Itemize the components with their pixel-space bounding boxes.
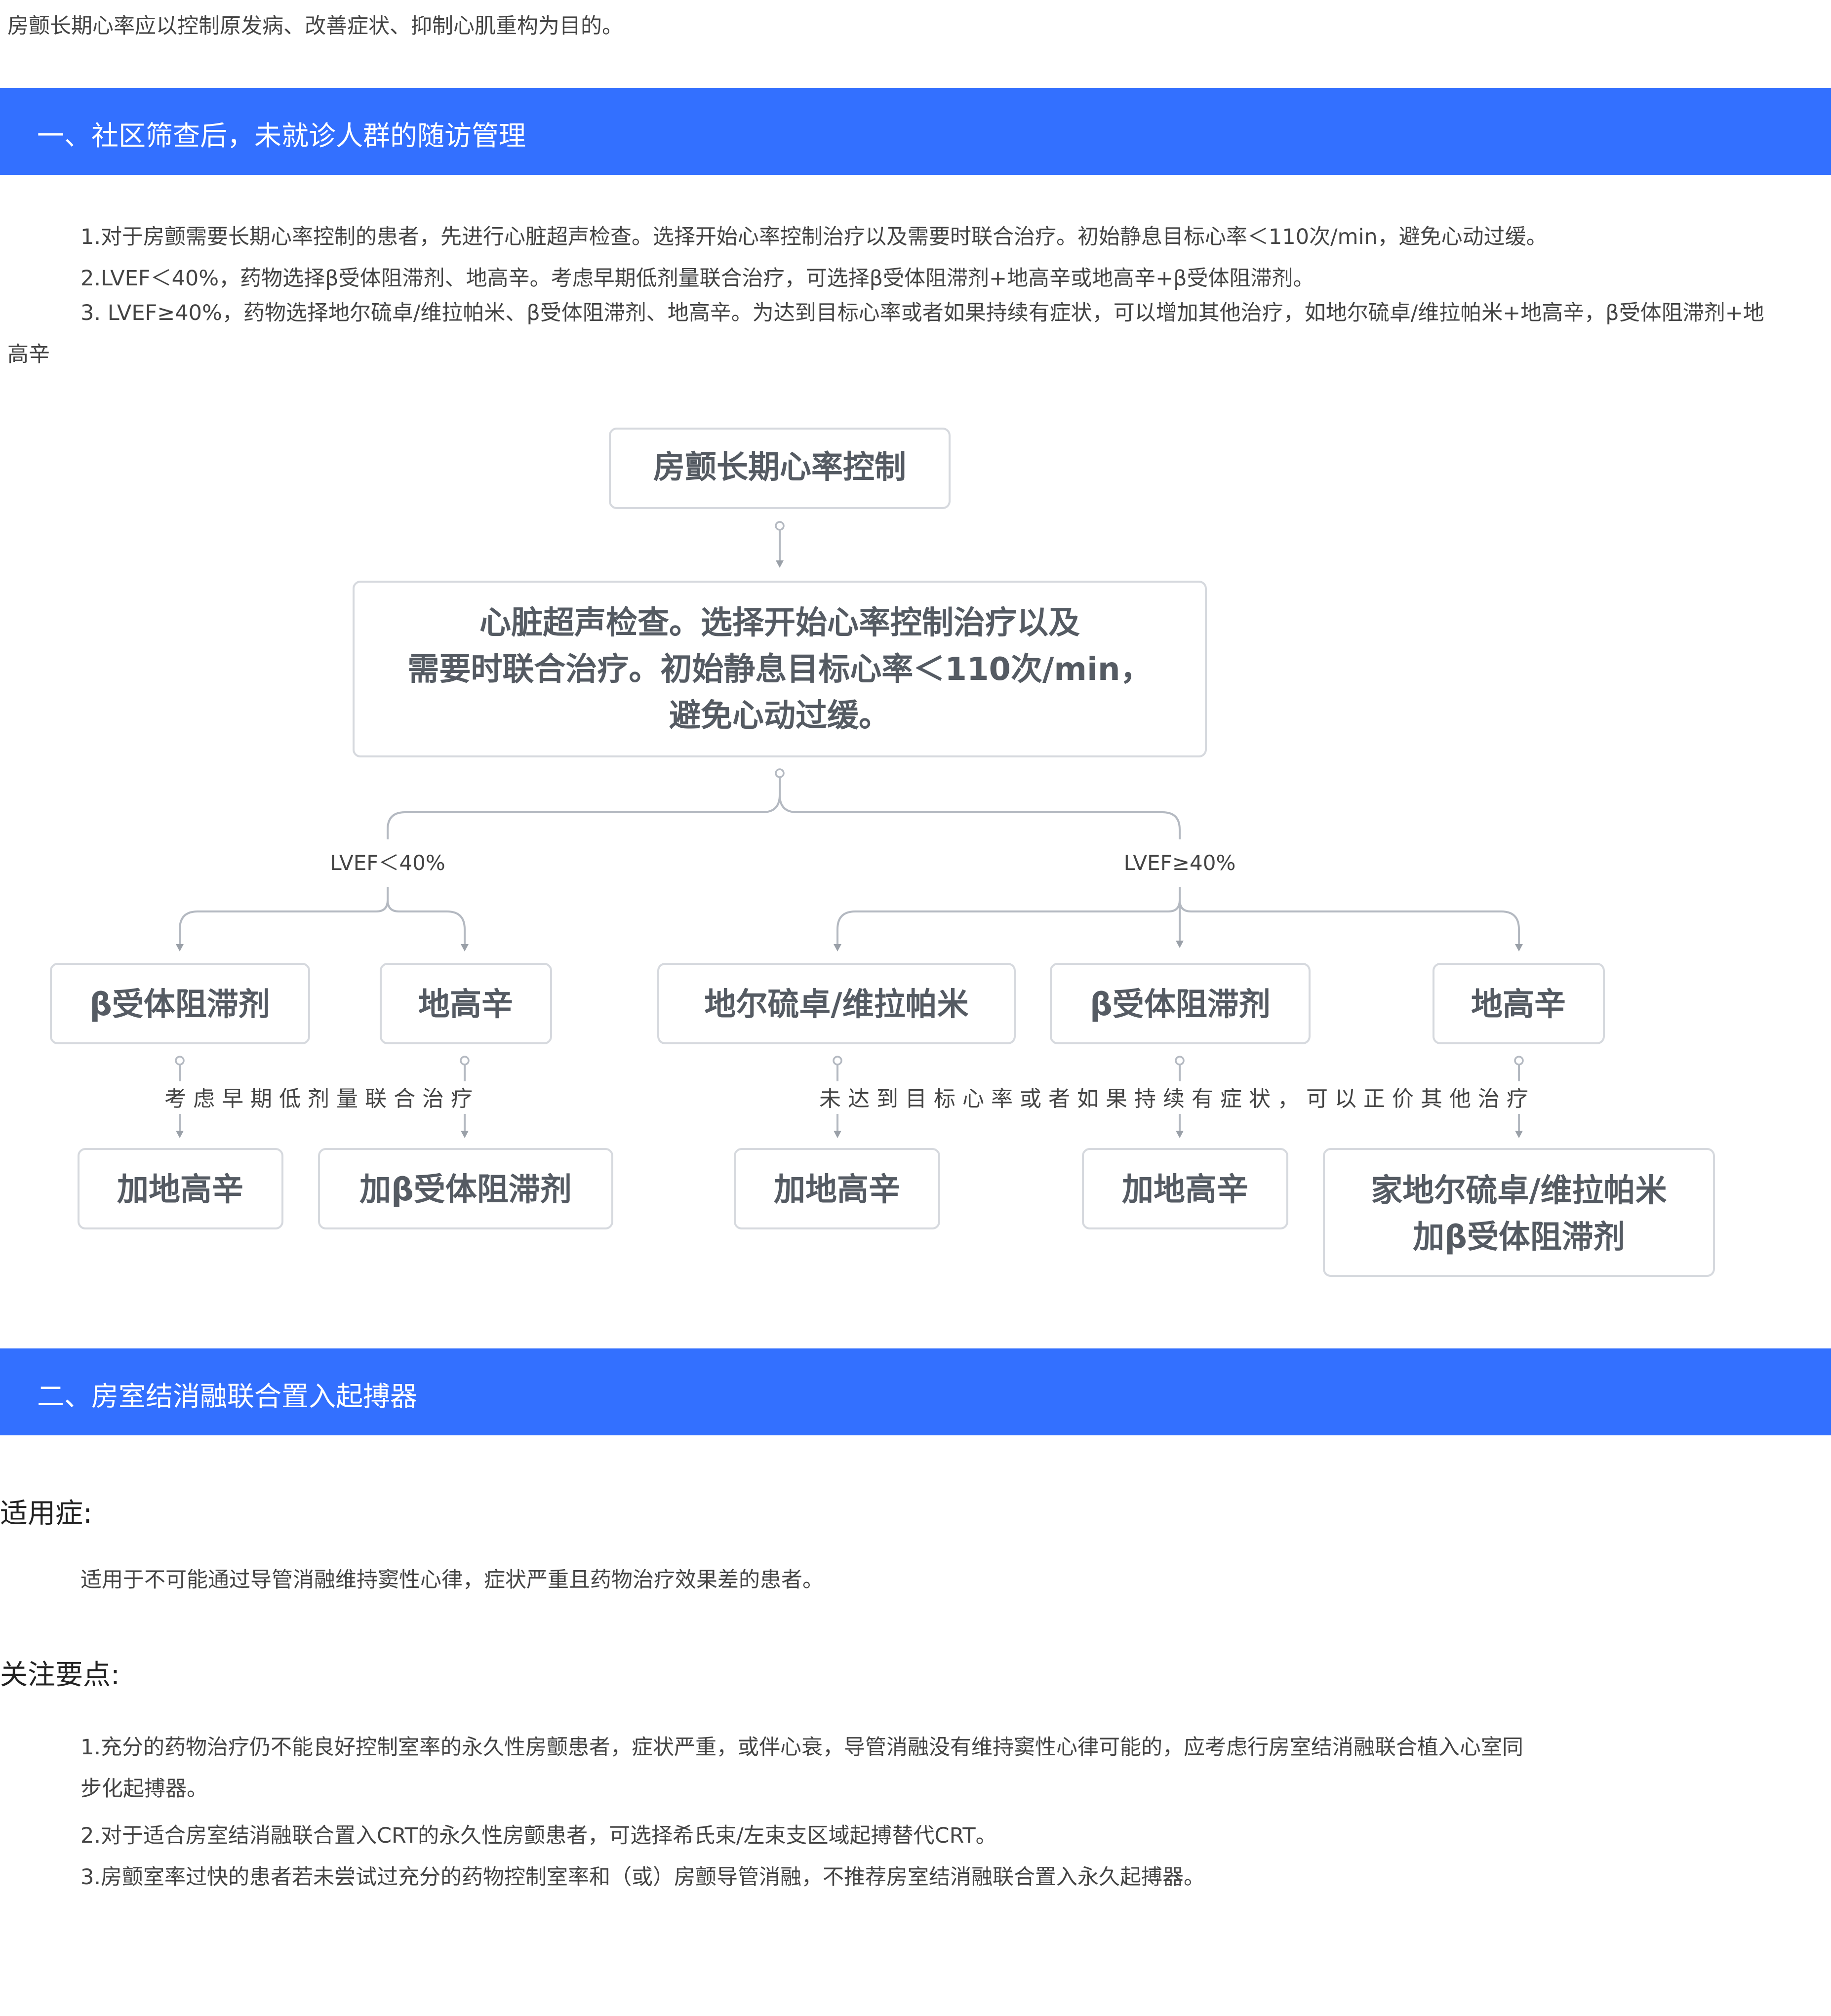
node-beta-blocker-right: β受体阻滞剂 — [1050, 963, 1311, 1044]
node-add-digoxin-left: 加地高辛 — [78, 1148, 283, 1229]
branch-label-lvef-high: LVEF≥40% — [1124, 851, 1236, 875]
node-add-digoxin-right-1: 加地高辛 — [734, 1148, 940, 1229]
branch-label-lvef-low: LVEF＜40% — [330, 851, 445, 875]
node-add-beta-blocker-left: 加β受体阻滞剂 — [318, 1148, 613, 1229]
keypoint-3: 3.房颤室率过快的患者若未尝试过充分的药物控制室率和（或）房颤导管消融，不推荐房… — [80, 1865, 1205, 1890]
note-add-other-treatment: 未达到目标心率或者如果持续有症状，可以正价其他治疗 — [819, 1086, 1535, 1111]
node-beta-blocker-right-label: β受体阻滞剂 — [1090, 987, 1271, 1023]
flow-dots — [175, 521, 1524, 1066]
keypoint-1: 1.充分的药物治疗仍不能良好控制室率的永久性房颤患者，症状严重，或伴心衰，导管消… — [80, 1735, 1524, 1801]
node-add-digoxin-left-label: 加地高辛 — [117, 1172, 243, 1208]
node-echo-step-line-3: 避免心动过缓。 — [669, 698, 890, 734]
keypoints-heading: 关注要点: — [0, 1659, 120, 1691]
note-low-dose-combination: 考虑早期低剂量联合治疗 — [164, 1086, 479, 1111]
node-add-diltiazem-beta-line-1: 家地尔硫卓/维拉帕米 — [1371, 1173, 1667, 1209]
node-add-digoxin-right-2-label: 加地高辛 — [1122, 1172, 1248, 1208]
section1-paragraph-2: 2.LVEF＜40%，药物选择β受体阻滞剂、地高辛。考虑早期低剂量联合治疗，可选… — [80, 266, 1314, 291]
node-digoxin-left: 地高辛 — [380, 963, 552, 1044]
node-root-label: 房颤长期心率控制 — [653, 449, 906, 486]
node-diltiazem-verapamil-label: 地尔硫卓/维拉帕米 — [704, 987, 968, 1023]
intro-text: 房颤长期心率应以控制原发病、改善症状、抑制心肌重构为目的。 — [7, 14, 623, 39]
node-add-beta-blocker-left-label: 加β受体阻滞剂 — [359, 1172, 572, 1208]
node-add-digoxin-right-2: 加地高辛 — [1082, 1148, 1288, 1229]
indication-heading: 适用症: — [0, 1498, 92, 1530]
flow-arrows — [176, 560, 1523, 1138]
node-add-digoxin-right-1-label: 加地高辛 — [774, 1172, 900, 1208]
section1-paragraph-3: 3. LVEF≥40%，药物选择地尔硫卓/维拉帕米、β受体阻滞剂、地高辛。为达到… — [7, 301, 1764, 367]
node-beta-blocker-left: β受体阻滞剂 — [50, 963, 310, 1044]
node-diltiazem-verapamil: 地尔硫卓/维拉帕米 — [657, 963, 1016, 1044]
flowchart: 房颤长期心率控制 心脏超声检查。选择开始心率控制治疗以及 需要时联合治疗。初始静… — [50, 428, 1715, 1277]
node-echo-step: 心脏超声检查。选择开始心率控制治疗以及 需要时联合治疗。初始静息目标心率＜110… — [353, 581, 1207, 757]
node-echo-step-line-2: 需要时联合治疗。初始静息目标心率＜110次/min， — [407, 651, 1152, 688]
section2-title: 二、房室结消融联合置入起搏器 — [37, 1381, 418, 1412]
indication-text: 适用于不可能通过导管消融维持窦性心律，症状严重且药物治疗效果差的患者。 — [80, 1568, 824, 1592]
section1-banner: 一、社区筛查后，未就诊人群的随访管理 — [0, 88, 1831, 175]
keypoint-2: 2.对于适合房室结消融联合置入CRT的永久性房颤患者，可选择希氏束/左束支区域起… — [80, 1823, 997, 1848]
node-digoxin-right-label: 地高辛 — [1471, 987, 1566, 1023]
node-root: 房颤长期心率控制 — [609, 428, 951, 509]
section1-title: 一、社区筛查后，未就诊人群的随访管理 — [37, 120, 526, 152]
section1-paragraph-1: 1.对于房颤需要长期心率控制的患者，先进行心脏超声检查。选择开始心率控制治疗以及… — [80, 225, 1548, 249]
node-echo-step-line-1: 心脏超声检查。选择开始心率控制治疗以及 — [479, 605, 1080, 641]
node-beta-blocker-left-label: β受体阻滞剂 — [89, 987, 270, 1023]
node-add-diltiazem-beta: 家地尔硫卓/维拉帕米 加β受体阻滞剂 — [1323, 1148, 1715, 1277]
flow-connectors — [179, 530, 1520, 1131]
section2-banner: 二、房室结消融联合置入起搏器 — [0, 1348, 1831, 1435]
node-add-diltiazem-beta-line-2: 加β受体阻滞剂 — [1413, 1219, 1625, 1256]
node-digoxin-right: 地高辛 — [1433, 963, 1605, 1044]
node-digoxin-left-label: 地高辛 — [418, 987, 513, 1023]
